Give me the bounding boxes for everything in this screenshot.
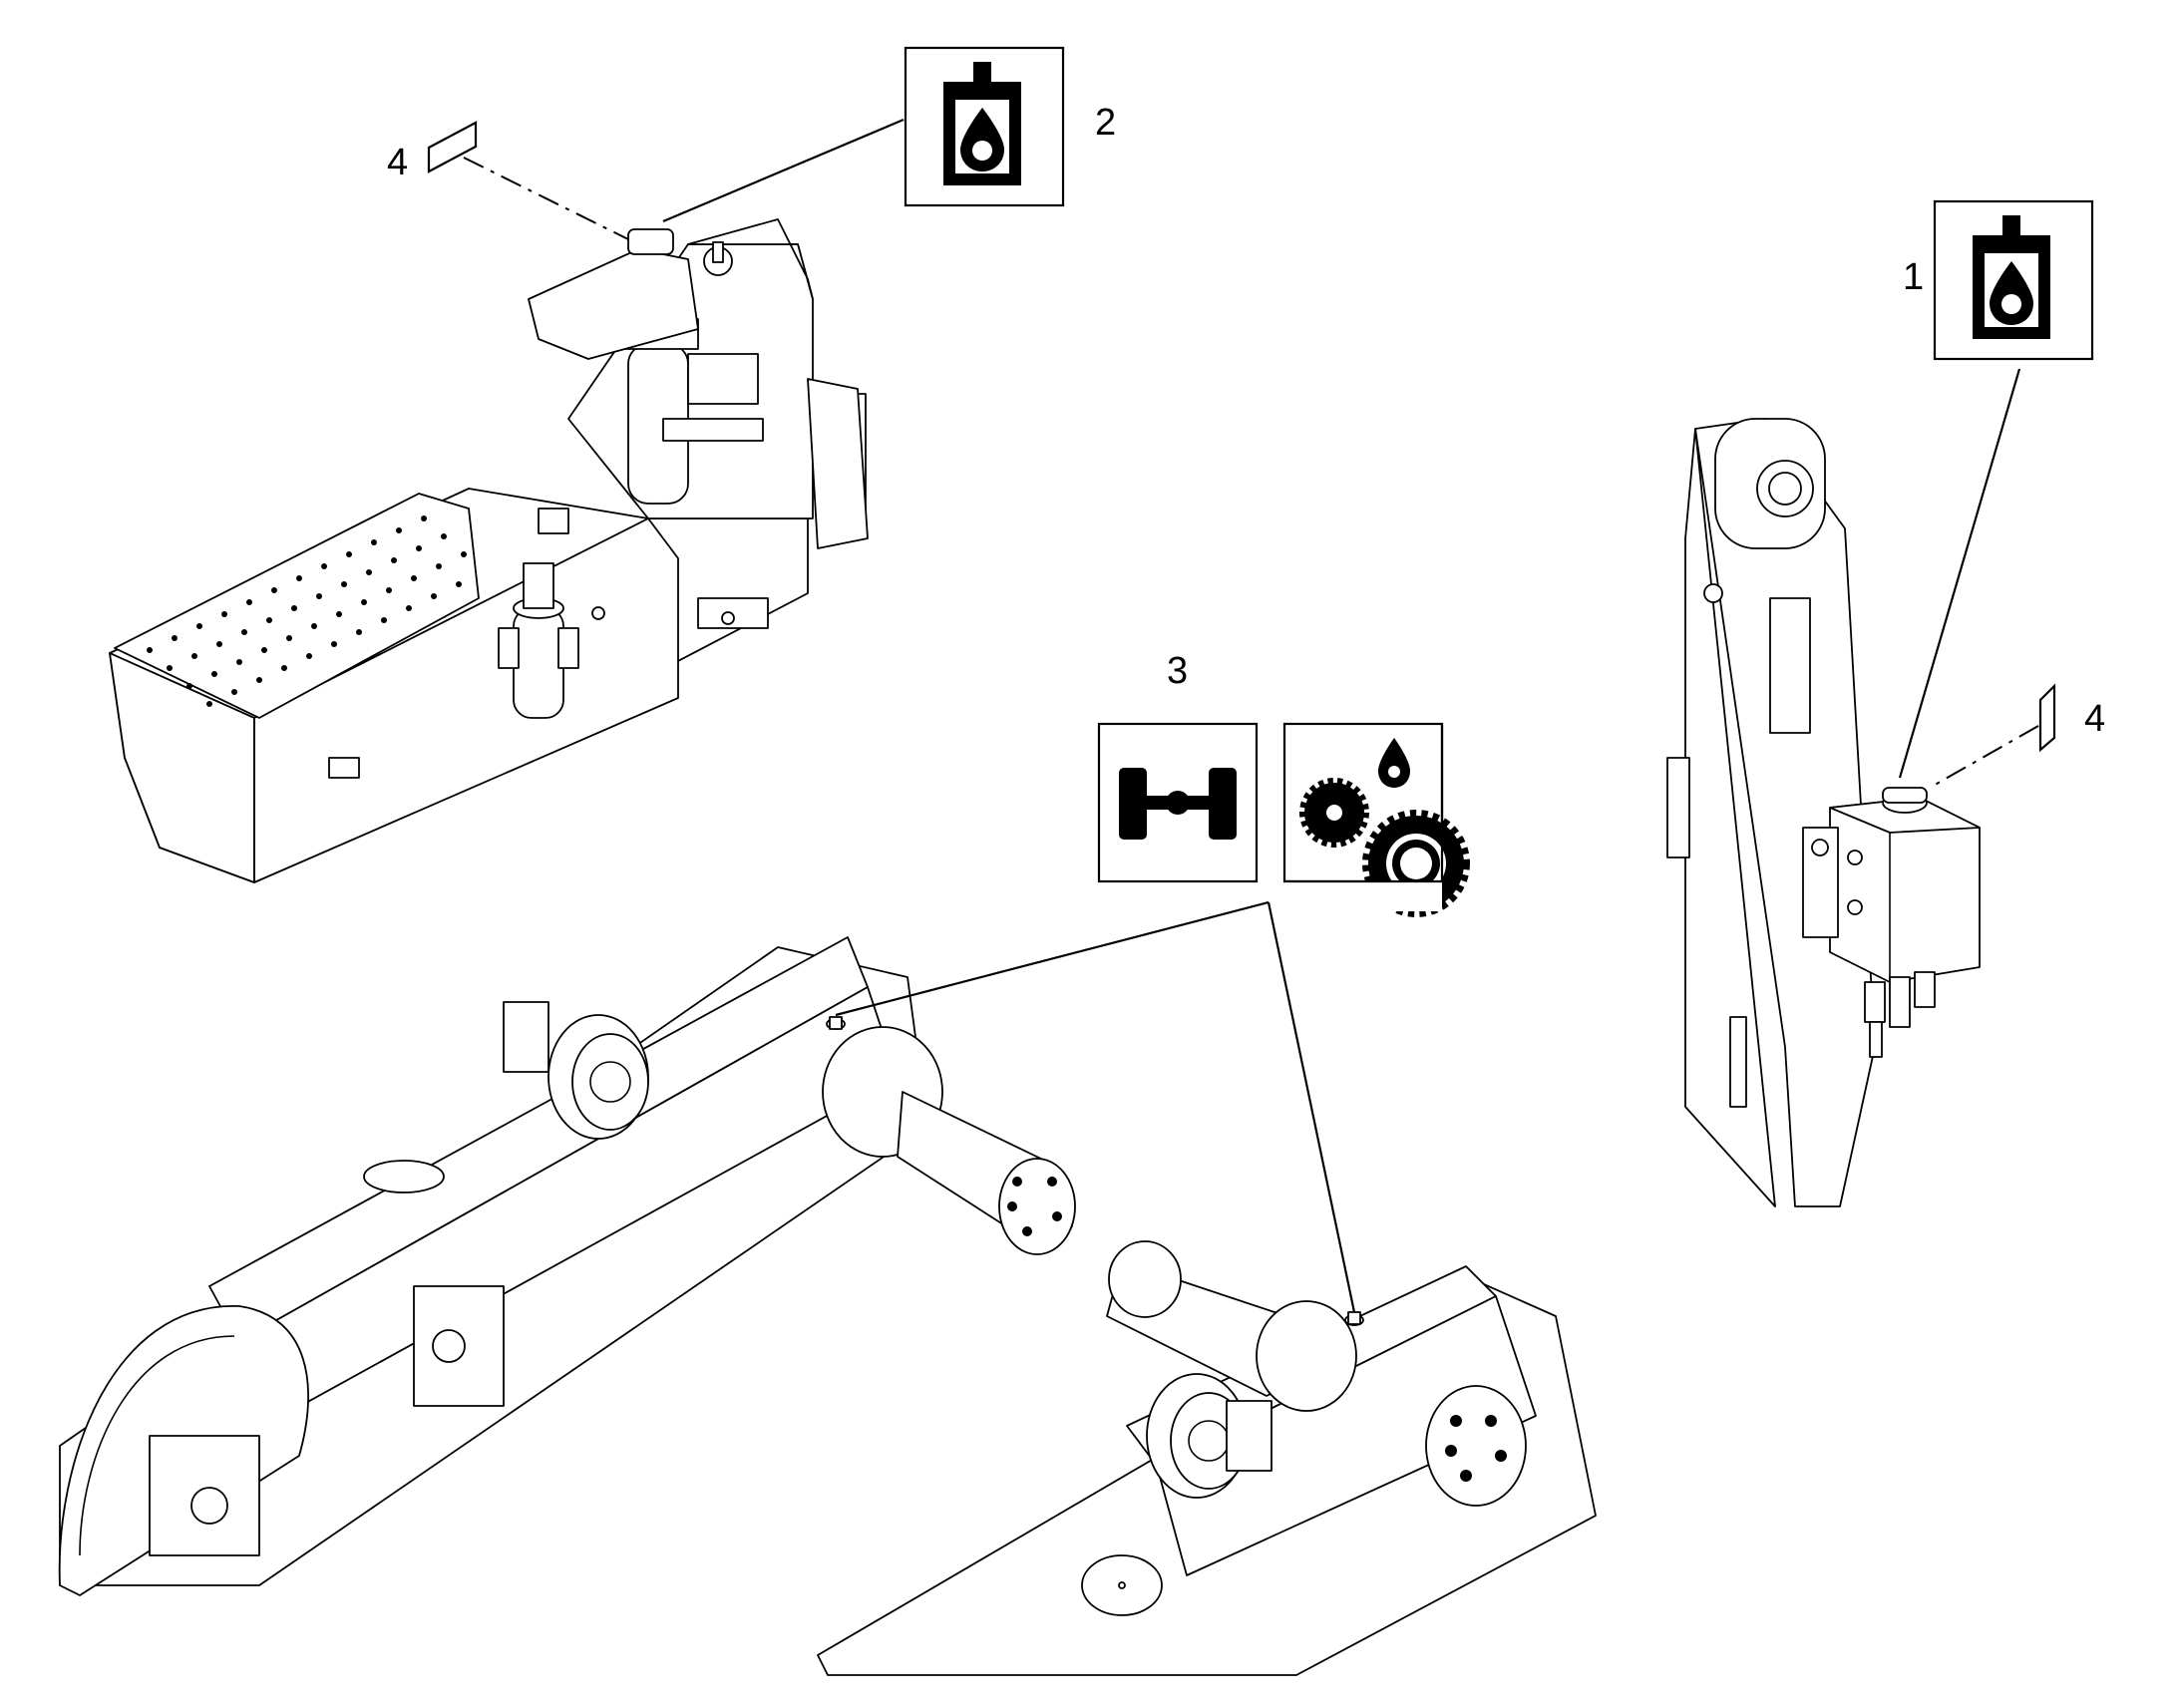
label-item-4-left [427,121,478,173]
callout-number-4-right: 4 [2084,698,2105,740]
hydraulic-reservoir [1802,787,1981,1058]
callout-number-3: 3 [1167,650,1188,692]
callout-number-4-left: 4 [387,142,408,183]
checker-plate [114,493,480,719]
decal-item-1 [1933,199,2094,361]
hydraulic-oil-reservoir-icon [943,62,1021,185]
callout-number-1: 1 [1903,256,1924,298]
hydraulic-oil-reservoir-icon [1973,215,2050,339]
leader-lines [463,118,2039,1313]
checker-plate-dots [147,515,467,707]
axle-icon [1119,768,1237,840]
undercarriage-assembly [58,936,1597,1676]
label-item-4-right [2038,683,2056,753]
gear-oil-icon [1284,724,1470,917]
boom-assembly [1666,418,1981,1207]
hydraulic-tank-assembly [109,218,869,883]
callout-number-2: 2 [1095,102,1116,144]
decal-item-2 [904,46,1065,207]
decal-item-3 [1097,722,1470,917]
